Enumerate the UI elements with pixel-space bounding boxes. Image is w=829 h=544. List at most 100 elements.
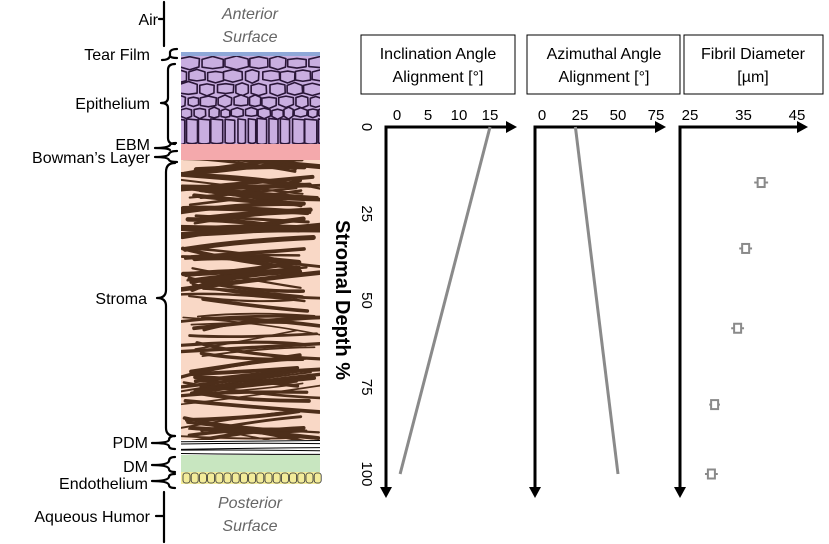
bracket-ebm xyxy=(153,141,178,152)
x-tick-label: 5 xyxy=(424,107,432,124)
epithelium-cell xyxy=(277,95,295,109)
data-point xyxy=(710,399,720,411)
epithelium-cell xyxy=(216,82,235,95)
x-tick-label: 25 xyxy=(682,107,699,124)
endothelium-cell xyxy=(272,472,281,484)
epithelium-cell xyxy=(293,106,308,118)
epithelium-cell xyxy=(181,80,199,96)
anterior-surface-label-2: Surface xyxy=(222,29,277,46)
epithelium-cell xyxy=(294,69,312,83)
epithelium-cell xyxy=(224,118,236,144)
bracket-epithelium xyxy=(159,62,177,146)
stroma-fibril xyxy=(182,235,316,252)
epithelium-cell xyxy=(322,83,334,95)
endothelium-cell xyxy=(313,472,322,484)
stroma-fibril xyxy=(189,267,301,284)
dm-layer xyxy=(181,455,320,472)
epithelium-cell xyxy=(308,56,320,69)
epithelium-cell xyxy=(309,95,320,109)
depth-tick-label: 100 xyxy=(358,461,375,486)
stroma-fibril xyxy=(181,435,301,440)
depth-tick-label: 75 xyxy=(358,379,375,396)
endothelium-cell xyxy=(231,472,240,484)
panel-inclination-series xyxy=(398,126,492,475)
epithelium-cell xyxy=(208,106,221,119)
epithelium-cell xyxy=(224,56,250,71)
epithelium-cell xyxy=(230,106,244,118)
stroma-fibril xyxy=(189,247,306,259)
posterior-surface-label-2: Surface xyxy=(222,518,277,535)
x-tick-label: 45 xyxy=(789,107,806,124)
pdm-fibril xyxy=(181,442,320,445)
panel-fibril-diameter-title-2: [µm] xyxy=(737,69,768,86)
epithelium-cell xyxy=(209,118,224,144)
panel-inclination-header-box xyxy=(360,34,516,95)
epithelium-cell xyxy=(286,57,307,69)
epithelium-cells xyxy=(181,56,334,144)
epithelium-cell xyxy=(249,56,269,70)
epithelium-cell xyxy=(188,68,207,82)
endothelium-cells xyxy=(182,472,322,484)
epithelium-cell xyxy=(256,117,268,144)
epithelium-cell xyxy=(187,96,200,108)
stroma-fibril xyxy=(189,379,299,396)
epithelium-cell xyxy=(193,107,207,120)
epithelium-cell xyxy=(181,118,186,144)
stroma-fibril xyxy=(188,332,319,339)
stroma-fibril xyxy=(181,202,304,215)
endothelium-cell xyxy=(280,472,289,484)
epithelium-cell xyxy=(181,94,187,108)
epithelium-cell xyxy=(248,94,262,108)
layer-label-stroma: Stroma xyxy=(95,291,147,308)
endothelium-cell xyxy=(198,472,207,484)
epithelium-cell xyxy=(247,117,257,144)
stroma-fibril xyxy=(187,427,306,438)
panel-fibril-diameter-axes xyxy=(674,121,808,498)
bracket-tear-film xyxy=(160,47,179,62)
endothelium-cell xyxy=(223,472,232,484)
epithelium-cell xyxy=(286,81,304,96)
y-axis-arrow xyxy=(380,487,392,498)
endothelium-cell xyxy=(215,472,224,484)
stroma-fibril xyxy=(181,185,319,200)
endothelium-cell xyxy=(289,472,298,484)
epithelium-cell xyxy=(291,118,306,144)
pdm-fibril xyxy=(181,452,320,455)
stroma-fibril xyxy=(193,367,320,384)
epithelium-cell xyxy=(283,106,294,120)
stroma-fibril xyxy=(181,390,309,398)
stroma-fibril xyxy=(181,356,308,379)
pdm-fibrils xyxy=(181,440,320,455)
data-point xyxy=(756,177,766,189)
layer-labels: Air Tear Film Epithelium EBM Bowman’s La… xyxy=(32,12,159,526)
endothelium-cell xyxy=(248,472,257,484)
epithelium-cell xyxy=(199,95,218,108)
epithelium-cell xyxy=(279,117,291,144)
x-axis-arrow xyxy=(797,121,808,133)
bracket-aqueous xyxy=(154,490,166,544)
depth-tick-label: 25 xyxy=(358,205,375,222)
panel-inclination-title-1: Inclination Angle xyxy=(380,46,497,63)
epithelium-cell xyxy=(303,118,318,144)
epithelium-cell xyxy=(198,83,215,97)
cornea-column xyxy=(181,52,334,484)
stroma-fibril xyxy=(188,189,303,207)
y-axis-arrow xyxy=(674,487,686,498)
stroma-fibril xyxy=(181,224,320,231)
layer-label-endothelium: Endothelium xyxy=(59,476,148,493)
stroma-fibril xyxy=(200,316,320,328)
panel-fibril-diameter-title-1: Fibril Diameter xyxy=(701,46,806,63)
epithelium-cell xyxy=(233,94,249,107)
epithelium-cell xyxy=(279,70,296,84)
epithelium-cell xyxy=(271,108,285,121)
x-axis-arrow xyxy=(506,121,517,133)
epithelium-cell xyxy=(220,108,231,119)
epithelium-cell xyxy=(317,108,320,117)
layer-label-bowmans: Bowman’s Layer xyxy=(32,150,151,167)
